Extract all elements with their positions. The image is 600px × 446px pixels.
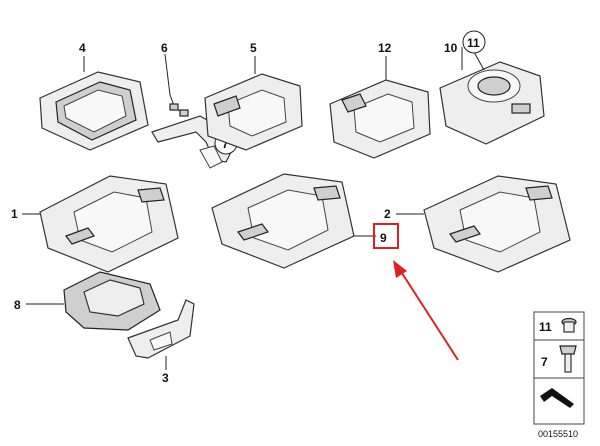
red-arrow: [393, 260, 459, 361]
label-part-12: 12: [378, 41, 392, 55]
inset-screw-11: [561, 317, 577, 333]
label-part-3: 3: [162, 371, 169, 385]
highlight-box-part-9: [373, 223, 399, 249]
label-part-8: 8: [14, 298, 21, 312]
label-part-7: 7: [222, 137, 229, 151]
label-part-1: 1: [11, 207, 18, 221]
part-10-selector-cover: [439, 47, 545, 145]
diagram-number: 00155510: [538, 429, 578, 439]
inset-label-7: 7: [541, 355, 548, 369]
inset-bolt-7: [559, 345, 577, 373]
part-1-console-trim: [22, 175, 179, 273]
label-part-10: 10: [444, 41, 458, 55]
callout-part-11: [462, 30, 486, 54]
label-part-2: 2: [384, 207, 391, 221]
label-part-11: 11: [467, 36, 480, 50]
part-12-shift-trim: [329, 56, 431, 159]
part-3-bracket: [127, 299, 195, 370]
part-8-shifter-assembly: [26, 271, 161, 331]
inset-label-11: 11: [539, 320, 552, 334]
part-9-console-trim: [211, 173, 376, 269]
label-part-9: 9: [380, 231, 387, 245]
part-5-shift-trim: [204, 56, 303, 151]
hardware-inset: [533, 311, 585, 425]
label-part-4: 4: [79, 41, 86, 55]
label-part-6: 6: [161, 41, 168, 55]
inset-pointer-symbol: [540, 388, 574, 408]
part-4-switch-panel: [39, 56, 149, 151]
label-part-5: 5: [250, 41, 257, 55]
part-2-console-trim: [396, 175, 571, 273]
